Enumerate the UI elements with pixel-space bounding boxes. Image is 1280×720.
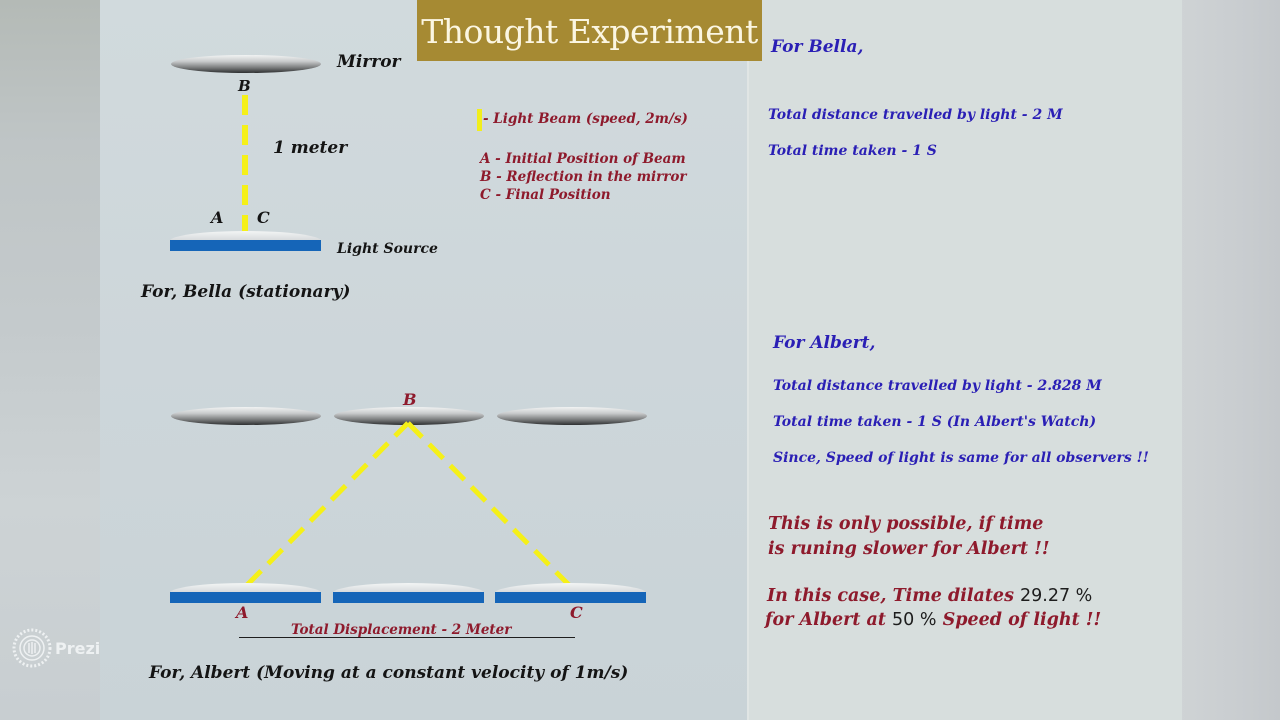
bella-heading: For Bella, bbox=[771, 37, 864, 57]
slide-title: Thought Experiment bbox=[417, 0, 762, 61]
bella-time: Total time taken - 1 S bbox=[768, 143, 937, 159]
light-beam bbox=[242, 95, 248, 233]
speed-prefix: for Albert at bbox=[765, 610, 893, 630]
bella-caption: For, Bella (stationary) bbox=[141, 282, 351, 302]
conclusion-line-3: In this case, Time dilates 29.27 % bbox=[767, 586, 1092, 606]
mirror-position-3 bbox=[497, 407, 647, 425]
bella-distance: Total distance travelled by light - 2 M bbox=[768, 107, 1063, 123]
point-b-label: B bbox=[238, 77, 251, 95]
distance-label: 1 meter bbox=[273, 138, 348, 158]
conclusion-line-2: is runing slower for Albert !! bbox=[768, 539, 1050, 559]
dilation-text: In this case, Time dilates bbox=[767, 586, 1021, 606]
background-left bbox=[0, 0, 100, 720]
mirror bbox=[171, 55, 321, 73]
mirror-label: Mirror bbox=[337, 52, 401, 72]
albert-point-a: A bbox=[236, 603, 249, 622]
albert-caption: For, Albert (Moving at a constant veloci… bbox=[149, 663, 629, 683]
prezi-logo-text: Prezi bbox=[55, 638, 101, 658]
speed-suffix: Speed of light !! bbox=[936, 610, 1102, 630]
point-c-label: C bbox=[257, 208, 270, 227]
mirror-position-2 bbox=[334, 407, 484, 425]
light-source-label: Light Source bbox=[337, 241, 438, 257]
explanation-panel bbox=[747, 0, 1182, 720]
point-a-label: A bbox=[211, 208, 224, 227]
speed-value: 50 % bbox=[892, 610, 937, 630]
light-source-position-1 bbox=[170, 583, 321, 605]
light-source-position-2 bbox=[333, 583, 484, 605]
background-right bbox=[1180, 0, 1280, 720]
albert-point-c: C bbox=[570, 603, 583, 622]
light-source-position-3 bbox=[495, 583, 646, 605]
legend-item-a: A - Initial Position of Beam bbox=[480, 151, 686, 167]
diagram-panel bbox=[100, 0, 747, 720]
dilation-value: 29.27 % bbox=[1020, 586, 1093, 606]
albert-time: Total time taken - 1 S (In Albert's Watc… bbox=[773, 414, 1097, 430]
legend-beam: - Light Beam (speed, 2m/s) bbox=[483, 111, 688, 127]
albert-point-b: B bbox=[403, 390, 417, 409]
albert-distance: Total distance travelled by light - 2.82… bbox=[773, 378, 1102, 394]
prezi-logo[interactable]: Prezi bbox=[12, 628, 100, 668]
mirror-position-1 bbox=[171, 407, 321, 425]
legend-item-c: C - Final Position bbox=[480, 187, 611, 203]
albert-note: Since, Speed of light is same for all ob… bbox=[773, 450, 1149, 466]
conclusion-line-4: for Albert at 50 % Speed of light !! bbox=[765, 610, 1101, 630]
displacement-line bbox=[239, 637, 575, 638]
light-source bbox=[170, 231, 321, 253]
beam-legend-swatch bbox=[477, 109, 482, 131]
legend-item-b: B - Reflection in the mirror bbox=[480, 169, 687, 185]
conclusion-line-1: This is only possible, if time bbox=[768, 514, 1044, 534]
displacement-label: Total Displacement - 2 Meter bbox=[291, 622, 512, 638]
albert-heading: For Albert, bbox=[773, 333, 876, 353]
prezi-logo-icon bbox=[12, 628, 52, 668]
